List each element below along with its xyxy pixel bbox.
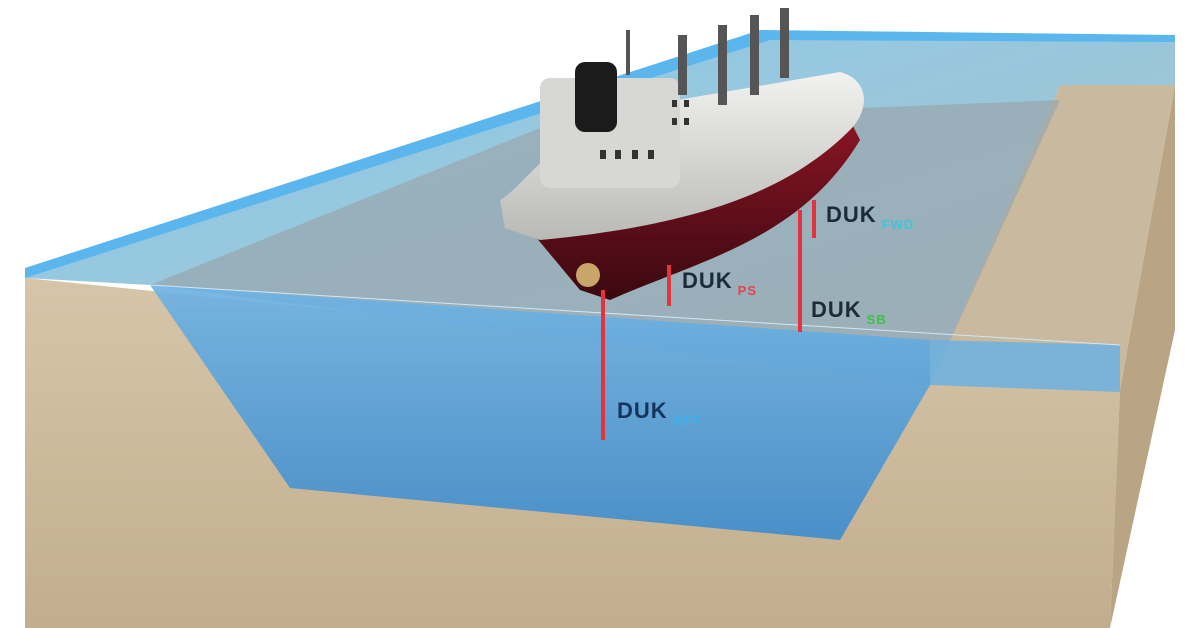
- duk-fwd-label: DUK FWD: [826, 202, 914, 232]
- ship-cranes: [626, 8, 789, 105]
- duk-aft-label: DUK AFT: [617, 398, 701, 428]
- duk-ps-label: DUK PS: [682, 268, 757, 298]
- ship-hull-upper: [500, 72, 864, 240]
- label-main: DUK: [682, 268, 733, 293]
- water-front-strip: [930, 340, 1120, 392]
- label-sub: PS: [737, 283, 758, 298]
- label-sub: SB: [866, 312, 887, 327]
- right-bank-top: [930, 85, 1175, 390]
- label-sub: AFT: [672, 413, 701, 428]
- duk-sb-label: DUK SB: [811, 297, 887, 327]
- label-main: DUK: [811, 297, 862, 322]
- label-sub: FWD: [881, 217, 915, 232]
- waterline-edge: [149, 284, 1121, 346]
- sand-side-face: [1110, 85, 1175, 628]
- ship-funnel: [575, 62, 617, 132]
- label-main: DUK: [826, 202, 877, 227]
- water-front-section: [150, 285, 930, 540]
- ship-propeller: [576, 263, 600, 287]
- label-main: DUK: [617, 398, 668, 423]
- ship-windows: [600, 100, 689, 159]
- clearance-lines: [601, 200, 816, 440]
